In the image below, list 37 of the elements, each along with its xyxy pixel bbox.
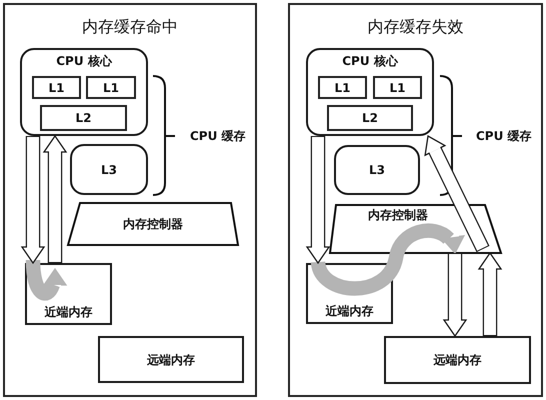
node-label: CPU 核心 (56, 54, 112, 68)
node-label: L1 (334, 80, 350, 94)
memory-box (98, 336, 244, 383)
memory-controller-trapezoid (68, 203, 238, 245)
cache-box (32, 76, 81, 99)
node-label: 内存控制器 (123, 217, 183, 231)
cache-box (334, 145, 420, 195)
panel-title: 内存缓存命中 (82, 17, 178, 37)
cache-box (373, 76, 422, 99)
cpu-core-box (20, 48, 148, 136)
panel-frame (3, 3, 257, 397)
cache-box (327, 105, 413, 131)
bracket-label: CPU 缓存 (476, 128, 532, 144)
node-label: 远端内存 (434, 353, 482, 367)
cache-box (70, 144, 148, 195)
node-label: L3 (369, 163, 385, 177)
node-label: L1 (390, 80, 406, 94)
panel-title: 内存缓存失效 (368, 17, 464, 37)
memory-box (25, 263, 112, 325)
node-label: 远端内存 (147, 352, 195, 366)
node-label: CPU 核心 (342, 54, 398, 68)
node-label: L3 (101, 162, 117, 176)
node-label: L2 (76, 111, 92, 125)
node-label: 内存控制器 (368, 208, 428, 222)
node-label: L1 (48, 80, 64, 94)
node-label: 近端内存 (326, 304, 374, 318)
cache-box (86, 76, 136, 99)
cache-box (40, 105, 127, 131)
cache-box (318, 76, 367, 99)
bracket-label: CPU 缓存 (190, 128, 246, 144)
panel-frame (288, 3, 543, 397)
node-label: 近端内存 (44, 305, 92, 319)
node-label: L2 (362, 111, 378, 125)
node-label: L1 (103, 80, 119, 94)
memory-box (306, 263, 393, 324)
cpu-core-box (306, 48, 434, 136)
memory-box (384, 336, 531, 384)
